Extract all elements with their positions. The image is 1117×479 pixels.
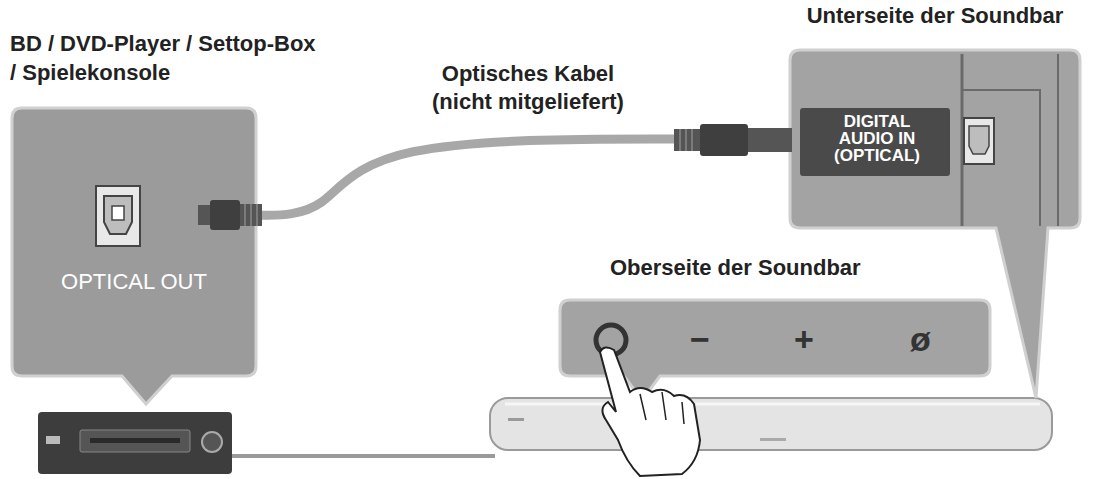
cable-label: Optisches Kabel (nicht mitgeliefert) xyxy=(410,60,646,117)
device-link-line xyxy=(228,454,495,458)
player-callout xyxy=(12,108,256,404)
view-heading: Oberseite der Soundbar xyxy=(610,254,950,283)
optical-port xyxy=(964,118,994,164)
optical-plug-left xyxy=(198,200,262,230)
device-heading: BD / DVD-Player / Settop-Box / Spielekon… xyxy=(10,30,316,87)
optical-plug-right xyxy=(674,124,792,156)
optical-port xyxy=(96,186,140,246)
button-symbol: − xyxy=(690,322,710,356)
port-label: DIGITAL AUDIO IN (OPTICAL) xyxy=(804,113,950,164)
button-symbol: ø xyxy=(910,322,931,356)
port-label: OPTICAL OUT xyxy=(12,268,256,297)
soundbar xyxy=(490,398,1052,450)
player-box: BD / DVD-Player / Settop-Box / Spielekon… xyxy=(12,108,256,376)
player-device xyxy=(38,412,232,474)
button-symbol: + xyxy=(794,322,814,356)
input-panel xyxy=(800,108,950,176)
view-heading: Unterseite der Soundbar xyxy=(780,2,1090,31)
hand xyxy=(600,347,700,476)
soundbar-bottom-box: Unterseite der SoundbarDIGITAL AUDIO IN … xyxy=(790,50,1080,228)
